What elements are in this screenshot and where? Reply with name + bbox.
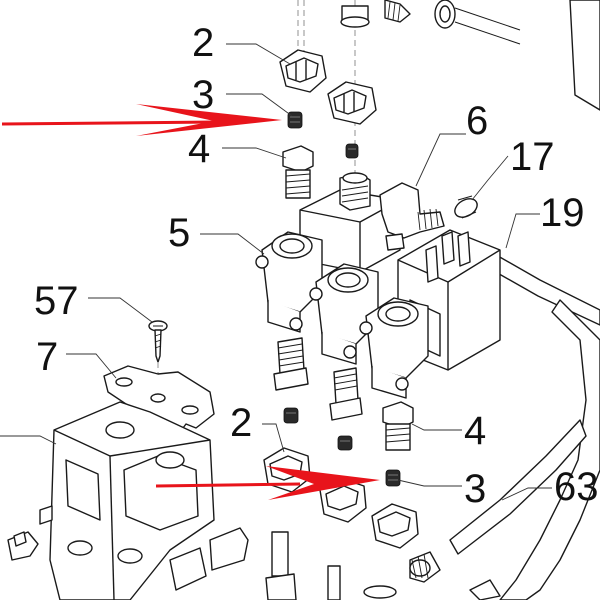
threaded-fitting-part-4-upper	[282, 145, 314, 199]
callout-label-6: 6	[466, 99, 488, 143]
manifold-base	[7, 401, 249, 600]
callout-label-19: 19	[540, 191, 585, 235]
leader-lines	[0, 43, 552, 501]
valve-body-part-5	[255, 231, 429, 399]
lower-threaded-fittings	[273, 337, 414, 451]
hose-clamp-part-17	[454, 195, 478, 219]
top-fittings	[340, 0, 600, 111]
callout-label-4-lower: 4	[464, 409, 486, 453]
callout-label-2-upper: 2	[192, 21, 214, 65]
callout-label-7: 7	[36, 335, 58, 379]
plate-part-7	[103, 365, 215, 433]
callout-label-57: 57	[34, 279, 79, 323]
callout-label-5: 5	[168, 211, 190, 255]
red-arrow-upper	[1, 104, 282, 136]
set-screw-part-3-lower	[283, 407, 401, 487]
callout-label-17: 17	[510, 135, 555, 179]
callout-label-2-lower: 2	[230, 401, 252, 445]
callout-label-3-upper: 3	[192, 73, 214, 117]
callout-label-4-upper: 4	[188, 127, 210, 171]
callout-label-63: 63	[554, 465, 599, 509]
callout-labels: 2 3 4 5 6 17 19 57 7 2 4 3 63	[34, 21, 599, 511]
red-arrow-lower	[155, 466, 380, 500]
clip-part-2-upper	[279, 49, 377, 125]
solenoid-valve-body	[299, 172, 401, 273]
highlight-arrows	[1, 104, 380, 500]
callout-label-3-lower: 3	[464, 467, 486, 511]
elbow-fitting-part-6	[379, 182, 445, 251]
bottom-fittings	[265, 531, 501, 600]
